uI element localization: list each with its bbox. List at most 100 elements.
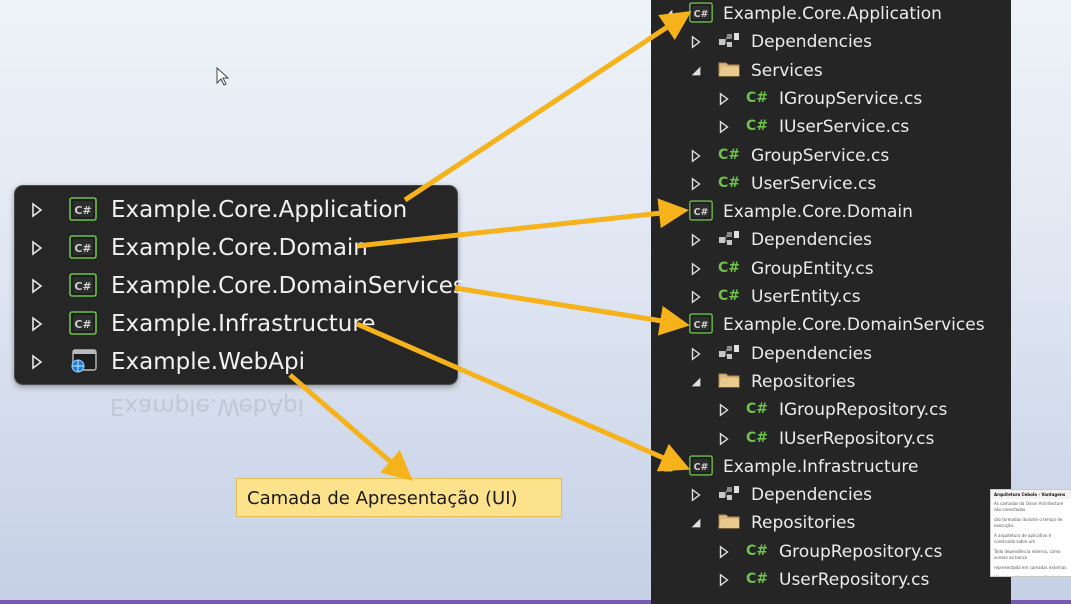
right-tree-item-label: Example.Core.DomainServices — [723, 315, 985, 336]
right-tree-item-label: Dependencies — [751, 485, 872, 506]
collapse-arrow-icon[interactable] — [689, 374, 703, 390]
document-thumbnail-line: são formadas durante o tempo de execução… — [994, 517, 1063, 528]
csharp-file-icon: C# — [745, 568, 769, 590]
svg-text:C#: C# — [718, 260, 739, 276]
left-tree-item[interactable]: Example.WebApi — [15, 343, 457, 381]
right-tree-item[interactable]: Repositories — [651, 509, 1011, 537]
right-tree-item-label: Example.Core.Domain — [723, 202, 913, 223]
right-tree-item-label: Repositories — [751, 513, 856, 534]
document-thumbnail-line: Toda dependência externa, como acesso ao… — [994, 549, 1061, 560]
expand-arrow-icon[interactable] — [717, 572, 731, 588]
expand-arrow-icon[interactable] — [689, 487, 703, 503]
reflection-label: Example.WebApi — [110, 393, 304, 419]
collapse-arrow-icon[interactable] — [689, 515, 703, 531]
left-tree-item-label: Example.Core.Application — [111, 197, 408, 223]
right-tree-item[interactable]: C#IUserRepository.cs — [651, 425, 1011, 453]
right-tree-item[interactable]: C#GroupService.cs — [651, 142, 1011, 170]
csharp-project-icon: C# — [69, 197, 97, 221]
right-tree-item[interactable]: C# UserEntity.cs — [651, 283, 1011, 311]
right-tree-item[interactable]: C#Example.Core.Application — [651, 0, 1011, 28]
right-tree-item[interactable]: C# Example.Infrastructure — [651, 453, 1011, 481]
right-tree-item[interactable]: Dependencies — [651, 28, 1011, 56]
collapse-arrow-icon[interactable] — [661, 317, 675, 333]
right-tree-item[interactable]: Services — [651, 57, 1011, 85]
expand-arrow-icon[interactable] — [689, 261, 703, 277]
right-tree-item[interactable]: C#UserRepository.cs — [651, 566, 1011, 594]
left-tree-item[interactable]: C# Example.Core.Application — [15, 191, 457, 229]
csharp-file-icon: C# — [745, 115, 769, 137]
svg-text:C#: C# — [746, 118, 767, 134]
right-tree-item[interactable]: C#IGroupService.cs — [651, 85, 1011, 113]
expand-arrow-icon[interactable] — [29, 354, 45, 370]
arrow-application — [403, 11, 692, 203]
expand-arrow-icon[interactable] — [717, 119, 731, 135]
document-thumbnail-line: representada em camadas externas. — [994, 565, 1068, 570]
expand-arrow-icon[interactable] — [717, 91, 731, 107]
expand-arrow-icon[interactable] — [717, 402, 731, 418]
left-tree-item[interactable]: C#Example.Core.Domain — [15, 229, 457, 267]
document-thumbnail[interactable]: Arquitetura Cebola - Vantagens As camada… — [990, 489, 1071, 577]
csharp-file-icon: C# — [717, 257, 741, 279]
collapse-arrow-icon[interactable] — [661, 6, 675, 22]
right-tree-item[interactable]: Repositories — [651, 368, 1011, 396]
csharp-file-icon: C# — [745, 540, 769, 562]
right-tree-item-label: Services — [751, 60, 823, 81]
right-tree-item[interactable]: C#IGroupRepository.cs — [651, 396, 1011, 424]
left-tree-item-label: Example.Infrastructure — [111, 311, 376, 337]
csharp-file-icon: C# — [717, 144, 741, 166]
expand-arrow-icon[interactable] — [29, 278, 45, 294]
right-tree-item[interactable]: C# UserService.cs — [651, 170, 1011, 198]
expand-arrow-icon[interactable] — [689, 346, 703, 362]
expand-arrow-icon[interactable] — [689, 148, 703, 164]
svg-text:C#: C# — [746, 430, 767, 446]
document-thumbnail-line: As camadas da Onion Architecture são con… — [994, 501, 1064, 512]
left-tree-item[interactable]: C#Example.Core.DomainServices — [15, 267, 465, 305]
csharp-file-icon: C# — [745, 427, 769, 449]
expand-arrow-icon[interactable] — [717, 544, 731, 560]
expand-arrow-icon[interactable] — [29, 240, 45, 256]
csharp-project-icon: C# — [69, 311, 97, 335]
right-tree-item-label: UserService.cs — [751, 173, 877, 194]
expand-arrow-icon[interactable] — [717, 431, 731, 447]
csharp-project-icon: C# — [69, 235, 97, 259]
right-tree-item[interactable]: C#Example.Core.Domain — [651, 198, 1011, 226]
svg-text:C#: C# — [718, 288, 739, 304]
svg-text:C#: C# — [74, 318, 91, 331]
right-tree-item-label: UserEntity.cs — [751, 287, 861, 307]
csharp-project-icon: C# — [689, 455, 713, 477]
expand-arrow-icon[interactable] — [689, 34, 703, 50]
expand-arrow-icon[interactable] — [689, 232, 703, 248]
slide-bottom-bar — [0, 600, 1071, 604]
right-tree-item-label: Example.Infrastructure — [723, 456, 919, 477]
collapse-arrow-icon[interactable] — [689, 63, 703, 79]
svg-text:C#: C# — [718, 147, 739, 163]
expand-arrow-icon[interactable] — [29, 316, 45, 332]
mouse-cursor-icon — [216, 67, 230, 86]
right-tree-item[interactable]: C#Example.Core.DomainServices — [651, 311, 1011, 339]
right-tree-item[interactable]: C# GroupRepository.cs — [651, 538, 1011, 566]
right-tree-item-label: IUserService.cs — [779, 117, 910, 138]
right-tree-item-label: GroupRepository.cs — [779, 541, 943, 562]
right-tree-item-label: Dependencies — [751, 230, 872, 251]
right-tree-item[interactable]: Dependencies — [651, 226, 1011, 254]
csharp-file-icon: C# — [745, 87, 769, 109]
web-project-icon — [69, 349, 97, 373]
right-tree-item[interactable]: Dependencies — [651, 481, 1011, 509]
right-tree-item[interactable]: C# IUserService.cs — [651, 113, 1011, 141]
expand-arrow-icon[interactable] — [689, 289, 703, 305]
right-tree-item[interactable]: C#GroupEntity.cs — [651, 255, 1011, 283]
csharp-file-icon: C# — [717, 285, 741, 307]
collapse-arrow-icon[interactable] — [661, 459, 675, 475]
svg-text:C#: C# — [74, 242, 91, 255]
svg-text:C#: C# — [694, 462, 709, 473]
left-tree-item[interactable]: C# Example.Infrastructure — [15, 305, 457, 343]
collapse-arrow-icon[interactable] — [661, 204, 675, 220]
svg-text:C#: C# — [718, 175, 739, 191]
presentation-layer-callout: Camada de Apresentação (UI) — [236, 478, 562, 517]
right-tree-item[interactable]: Dependencies — [651, 340, 1011, 368]
csharp-project-icon: C# — [689, 2, 713, 24]
expand-arrow-icon[interactable] — [29, 202, 45, 218]
expand-arrow-icon[interactable] — [689, 176, 703, 192]
